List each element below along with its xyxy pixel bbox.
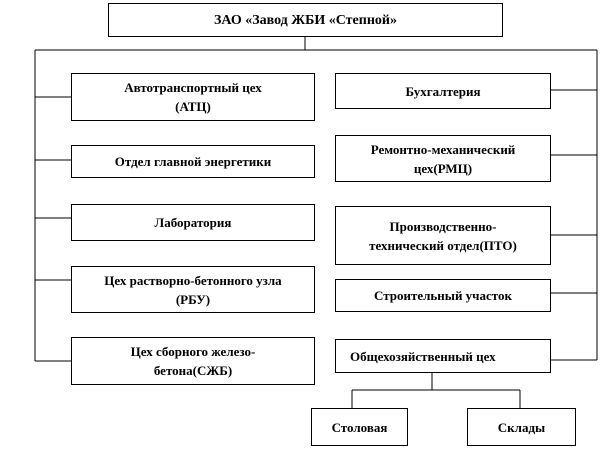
unit-box-pto: Производственно- технический отдел(ПТО)	[335, 206, 551, 265]
unit-box-general: Общехозяйственный цех	[335, 339, 551, 373]
unit-box-lab: Лаборатория	[71, 204, 315, 241]
company-title: ЗАО «Завод ЖБИ «Степной»	[214, 12, 397, 28]
unit-box-energy: Отдел главной энергетики	[71, 145, 315, 178]
unit-box-rmc: Ремонтно-механический цех(РМЦ)	[335, 135, 551, 182]
unit-label-rbu: Цех растворно-бетонного узла (РБУ)	[104, 272, 282, 307]
unit-box-accounting: Бухгалтерия	[335, 73, 551, 109]
unit-label-canteen: Столовая	[331, 419, 388, 435]
unit-label-pto: Производственно- технический отдел(ПТО)	[369, 218, 517, 253]
unit-box-construction: Строительный участок	[335, 279, 551, 312]
unit-box-canteen: Столовая	[311, 408, 408, 446]
unit-label-szhb: Цех сборного железо- бетона(СЖБ)	[130, 344, 256, 378]
unit-label-lab: Лаборатория	[154, 215, 232, 230]
company-title-box: ЗАО «Завод ЖБИ «Степной»	[108, 3, 503, 37]
unit-label-atc: Автотранспортный цех (АТЦ)	[124, 80, 262, 114]
unit-box-szhb: Цех сборного железо- бетона(СЖБ)	[71, 337, 315, 385]
unit-label-energy: Отдел главной энергетики	[114, 154, 272, 169]
unit-label-accounting: Бухгалтерия	[405, 83, 481, 99]
unit-box-rbu: Цех растворно-бетонного узла (РБУ)	[71, 266, 315, 313]
unit-box-atc: Автотранспортный цех (АТЦ)	[71, 73, 315, 121]
unit-label-warehouses: Склады	[497, 419, 546, 435]
unit-label-general: Общехозяйственный цех	[350, 349, 496, 364]
unit-label-rmc: Ремонтно-механический цех(РМЦ)	[370, 141, 516, 176]
unit-label-construction: Строительный участок	[374, 288, 512, 303]
unit-box-warehouses: Склады	[467, 408, 576, 446]
